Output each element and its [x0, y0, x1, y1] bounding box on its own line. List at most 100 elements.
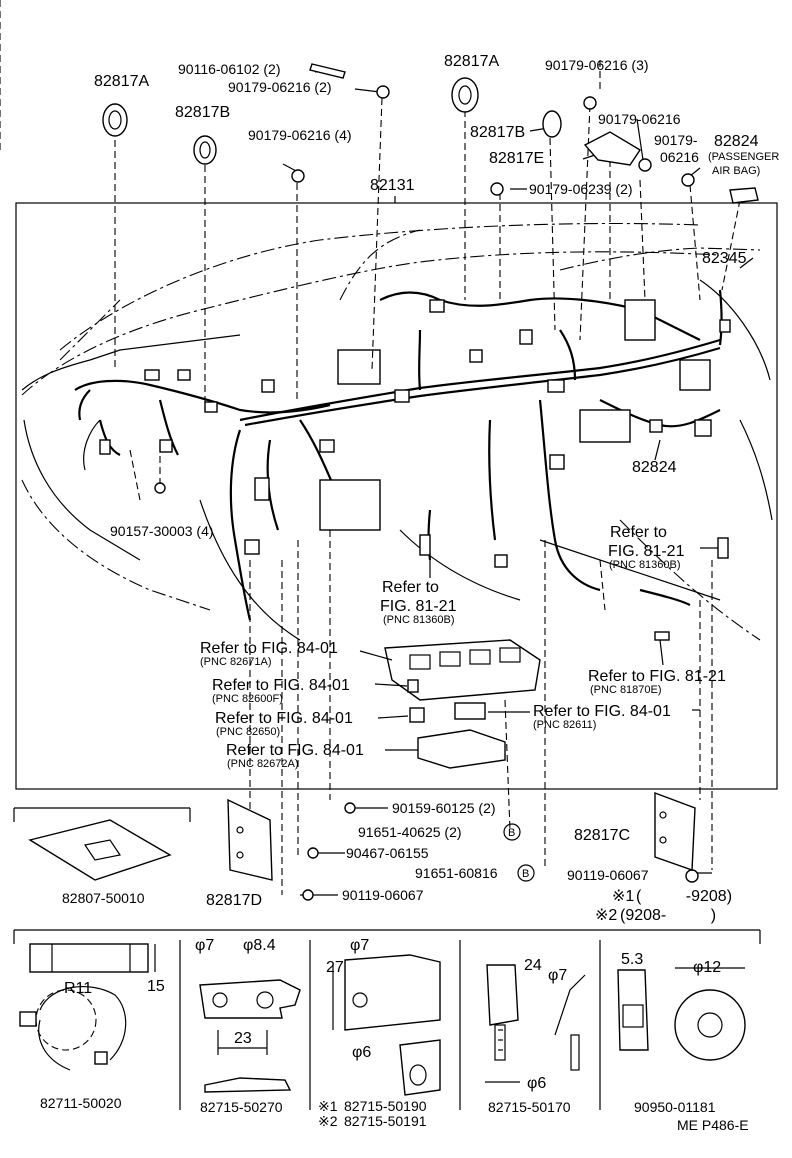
- ref84-r: Refer to FIG. 84-01: [533, 703, 671, 720]
- label-90179-06239: 90179-06239 (2): [529, 181, 633, 197]
- label-82715-50270: 82715-50270: [200, 1099, 283, 1115]
- label-82824-top: 82824: [714, 133, 759, 150]
- label-phi6-a: φ6: [352, 1044, 371, 1061]
- label-91651-40625: 91651-40625 (2): [358, 824, 462, 840]
- refer-right-line2: FIG. 81-21: [608, 543, 685, 560]
- nut-90179-3: [583, 96, 597, 110]
- bolt-90119-right: [685, 869, 699, 883]
- nut-90179-06239: [490, 182, 504, 196]
- ref84-3: Refer to FIG. 84-01: [215, 710, 353, 727]
- clip-82817A-left: [102, 103, 128, 137]
- label-airbag: AIR BAG): [712, 165, 760, 177]
- label-dim53: 5.3: [621, 951, 643, 968]
- bracket-82817C: [654, 791, 696, 871]
- refer-mid-line2: FIG. 81-21: [380, 598, 457, 615]
- ref81-low-pnc: (PNC 81870E): [590, 684, 662, 696]
- label-mark2: ※2: [318, 1113, 338, 1129]
- label-82817a-left: 82817A: [94, 73, 149, 90]
- label-dim15: 15: [147, 978, 165, 995]
- circle-b-2: [517, 864, 535, 882]
- ref84-1-pnc: (PNC 82671A): [200, 656, 272, 668]
- clip-82817A-mid: [451, 77, 479, 113]
- refer-mid-line1: Refer to: [382, 579, 439, 596]
- label-mark1: ※1: [318, 1098, 338, 1114]
- ref84-2-pnc: (PNC 82600F): [212, 693, 283, 705]
- detail-82715-50270: [199, 979, 301, 1093]
- label-90159: 90159-60125 (2): [392, 800, 496, 816]
- connector-82824-top: [729, 187, 759, 204]
- labels: 82817A 82817B 90116-06102 (2) 90179-0621…: [40, 53, 779, 1133]
- label-82711: 82711-50020: [40, 1095, 122, 1111]
- refer-right-line1: Refer to: [610, 524, 667, 541]
- ref84-4: Refer to FIG. 84-01: [226, 742, 364, 759]
- label-phi7-b: φ7: [350, 937, 369, 954]
- label-82817a-mid: 82817A: [444, 53, 499, 70]
- leader-lines: [114, 60, 741, 895]
- harness-bundles: [74, 289, 723, 621]
- label-90119-a: 90119-06067: [342, 887, 424, 903]
- clip-82817B-mid: [542, 110, 562, 138]
- bracket-82817D: [227, 798, 273, 881]
- relay-small-82650: [407, 679, 425, 723]
- refer-right-pnc: (PNC 81360B): [609, 559, 681, 571]
- label-90179-3: 90179-06216 (3): [545, 57, 649, 73]
- label-passenger: (PASSENGER: [708, 151, 779, 163]
- label-dim24: 24: [524, 957, 542, 974]
- label-r11: R11: [64, 980, 92, 997]
- label-82817b-left: 82817B: [175, 104, 230, 121]
- label-82817d: 82817D: [206, 892, 262, 909]
- relay-block-82600F: [384, 639, 541, 701]
- car-body-outline: [21, 222, 773, 641]
- detail-90950: [617, 967, 746, 1061]
- ref84-3-pnc: (PNC 82650): [216, 726, 280, 738]
- detail-82711: [19, 943, 156, 1071]
- label-82715-50170: 82715-50170: [488, 1099, 571, 1115]
- label-90950: 90950-01181: [634, 1099, 716, 1115]
- ref84-1: Refer to FIG. 84-01: [200, 640, 338, 657]
- block-82672A: [417, 729, 506, 769]
- ref84-r-pnc: (PNC 82611): [533, 719, 596, 731]
- label-90116: 90116-06102 (2): [178, 61, 280, 77]
- label-90119-b: 90119-06067: [567, 867, 649, 883]
- label-82807: 82807-50010: [62, 890, 145, 906]
- bolt-90119-left: [302, 889, 314, 901]
- refer-mid-pnc: (PNC 81360B): [383, 614, 455, 626]
- detail-82715-50190: [332, 954, 441, 1096]
- label-90467: 90467-06155: [346, 845, 429, 861]
- harness-connectors: [99, 299, 731, 641]
- label-90179-06216a: 90179-: [654, 132, 698, 148]
- label-code: ME P486-E: [677, 1117, 749, 1133]
- label-dim27: 27: [326, 959, 344, 976]
- box-82807: [13, 807, 191, 881]
- note1-mark: ※1: [612, 888, 634, 905]
- label-82345: 82345: [702, 250, 747, 267]
- label-91651-60816: 91651-60816: [415, 865, 498, 881]
- clip-82817B-left: [193, 135, 217, 165]
- detail-82715-50170: [485, 964, 586, 1083]
- label-82817c: 82817C: [574, 827, 630, 844]
- nut-90179-r: [638, 158, 652, 172]
- ref84-2: Refer to FIG. 84-01: [212, 677, 350, 694]
- note1-text: ( -9208): [636, 888, 732, 905]
- label-phi84: φ8.4: [243, 937, 276, 954]
- label-90179-r: 90179-06216: [598, 111, 681, 127]
- label-dim23: 23: [234, 1030, 252, 1047]
- nut-90179-06216-right: [681, 173, 695, 187]
- circle-b-1: [503, 823, 521, 841]
- ref81-low: Refer to FIG. 81-21: [588, 668, 726, 685]
- label-phi7-c: φ7: [548, 967, 567, 984]
- nut-90179-2: [376, 85, 390, 99]
- label-phi7-a: φ7: [195, 937, 214, 954]
- bolt-90159: [344, 802, 356, 814]
- label-phi6-b: φ6: [527, 1075, 546, 1092]
- circle-b-2-text: B: [522, 868, 529, 880]
- label-82131: 82131: [370, 177, 415, 194]
- label-90157: 90157-30003 (4): [110, 523, 214, 539]
- label-90179-06216b: 06216: [660, 149, 699, 165]
- label-82715-50190: 82715-50190: [344, 1098, 427, 1114]
- note2-text: (9208- ): [620, 907, 716, 924]
- main-frame: [0, 0, 778, 790]
- nut-90179-4: [291, 169, 305, 183]
- label-82817e: 82817E: [489, 150, 544, 167]
